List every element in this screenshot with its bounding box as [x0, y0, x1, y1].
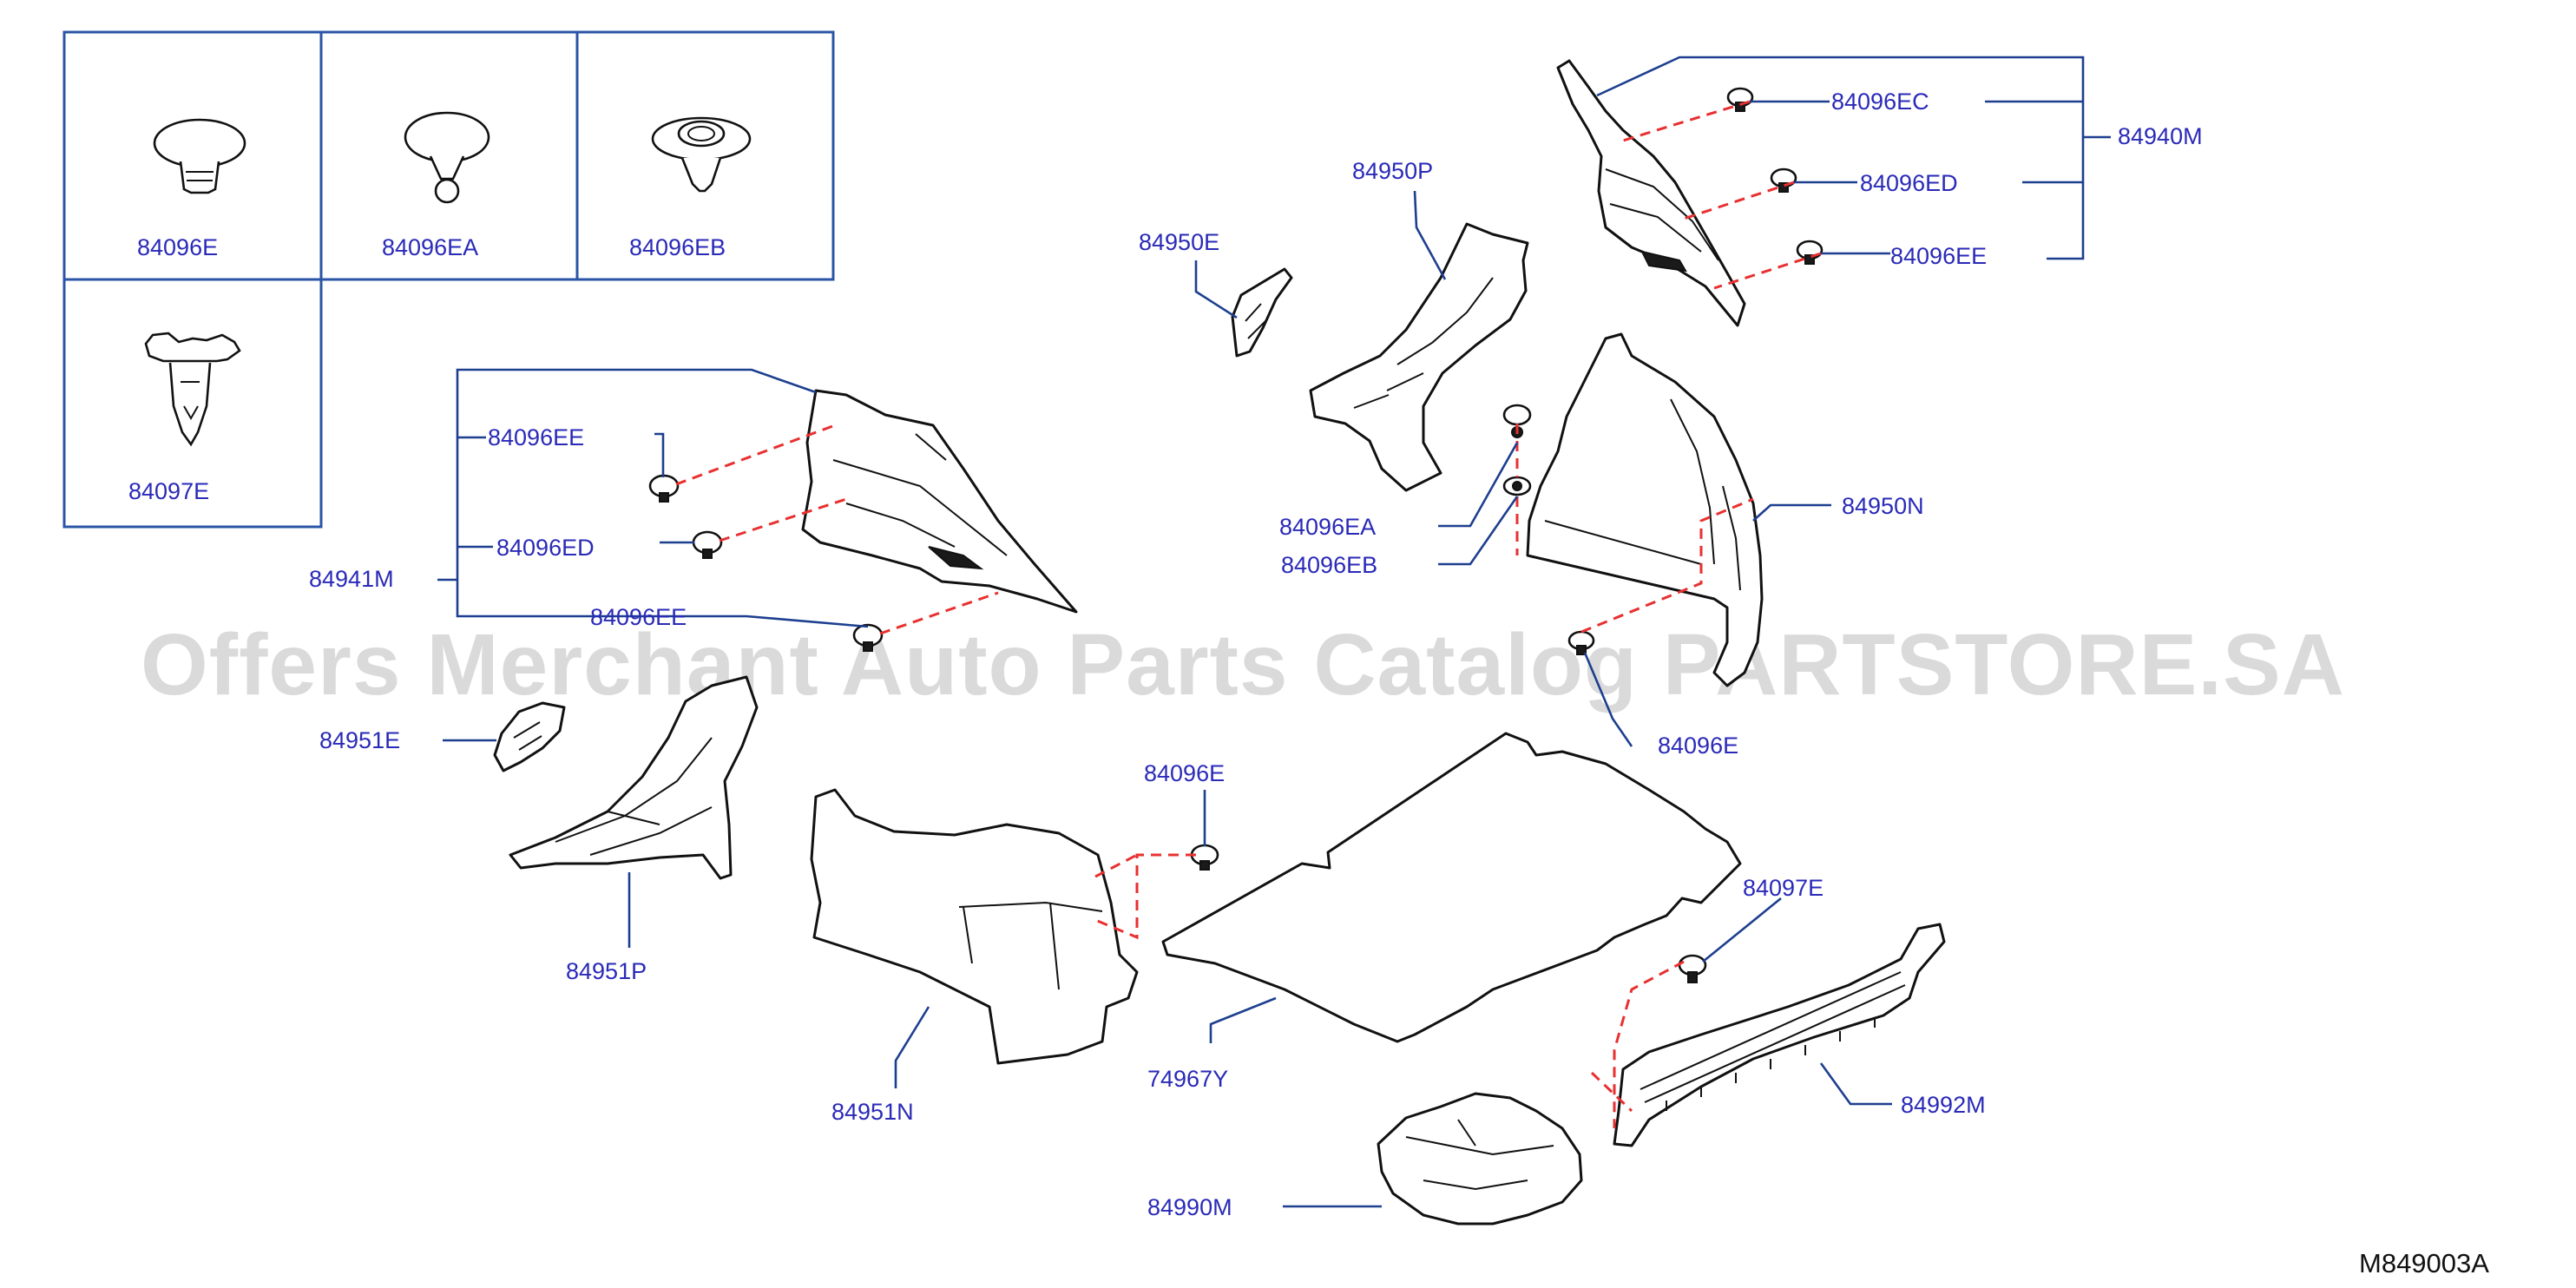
clip-84096ed-left-icon: [692, 530, 723, 559]
part-74967y-floor-board: [1161, 732, 1742, 1043]
fastener-legend: 84096E 84096EA 84096EB 84097E: [62, 30, 835, 529]
callout-84096eb: 84096EB: [1281, 552, 1377, 578]
callouts: 84940M 84096EC 84096ED 84096EE 84950P 84…: [309, 89, 2203, 1220]
part-84941m-trim: [801, 389, 1078, 614]
callout-84950e: 84950E: [1139, 229, 1219, 255]
clip-84096e-icon: [153, 118, 246, 194]
callout-84951e: 84951E: [319, 727, 400, 753]
callout-84951n: 84951N: [831, 1099, 914, 1125]
callout-84096ee-left-top: 84096EE: [488, 424, 584, 450]
part-84950p-trim: [1309, 222, 1529, 492]
clip-84096ed-right-icon: [1770, 168, 1797, 193]
clip-84096eb-icon: [651, 116, 752, 193]
callout-84097e: 84097E: [1743, 875, 1824, 901]
part-84992m-sill-plate: [1613, 923, 1946, 1147]
callout-84096e-mid: 84096E: [1144, 760, 1225, 786]
callout-84990m: 84990M: [1147, 1194, 1232, 1220]
clip-84096eb-icon-main: [1502, 476, 1532, 496]
callout-84096ea: 84096EA: [1279, 514, 1376, 540]
callout-84096ed-left: 84096ED: [496, 535, 595, 561]
figure-code: M849003A: [2359, 1248, 2489, 1278]
watermark: Offers Merchant Auto Parts Catalog PARTS…: [141, 616, 2345, 713]
callout-84096e-right: 84096E: [1658, 733, 1738, 759]
legend-frame-bottom: [62, 278, 323, 529]
part-84951e-bracket: [493, 701, 566, 772]
part-84951n-trim: [810, 788, 1139, 1065]
clip-84096e-right-icon: [1567, 630, 1595, 655]
part-84950n-trim: [1526, 332, 1764, 687]
clip-84096ee-left-bottom-icon: [852, 623, 884, 652]
legend-label-84096ea: 84096EA: [382, 234, 478, 260]
callout-84940m: 84940M: [2118, 123, 2203, 149]
clip-84097e-icon-main: [1678, 954, 1707, 983]
callout-84951p: 84951P: [566, 958, 647, 984]
callout-84950n: 84950N: [1842, 493, 1924, 519]
callout-84941m: 84941M: [309, 566, 394, 592]
callout-84096ed-right: 84096ED: [1860, 170, 1958, 196]
leader-lines: [437, 56, 2111, 1208]
clip-84096e-mid-icon: [1190, 844, 1219, 871]
part-84950e-bracket: [1231, 267, 1293, 358]
assembly-lines: [675, 100, 1822, 1128]
callout-84096ee-left-bottom: 84096EE: [590, 604, 687, 630]
part-84951p-trim: [509, 675, 759, 880]
callout-84992m: 84992M: [1901, 1092, 1986, 1118]
callout-84950p: 84950P: [1352, 158, 1433, 184]
clip-84097e-icon: [144, 332, 241, 447]
part-84940m-trim: [1556, 59, 1746, 327]
callout-84096ec: 84096EC: [1831, 89, 1929, 115]
legend-label-84096eb: 84096EB: [629, 234, 726, 260]
legend-frame-top: [62, 30, 835, 281]
legend-label-84097e: 84097E: [128, 478, 209, 504]
part-84990m-spare-tray: [1377, 1092, 1583, 1226]
legend-label-84096e: 84096E: [137, 234, 218, 260]
clip-84096ea-icon: [404, 111, 490, 204]
callout-74967y: 74967Y: [1147, 1066, 1228, 1092]
clip-84096ee-left-top-icon: [648, 474, 680, 503]
callout-84096ee-right: 84096EE: [1890, 243, 1987, 269]
